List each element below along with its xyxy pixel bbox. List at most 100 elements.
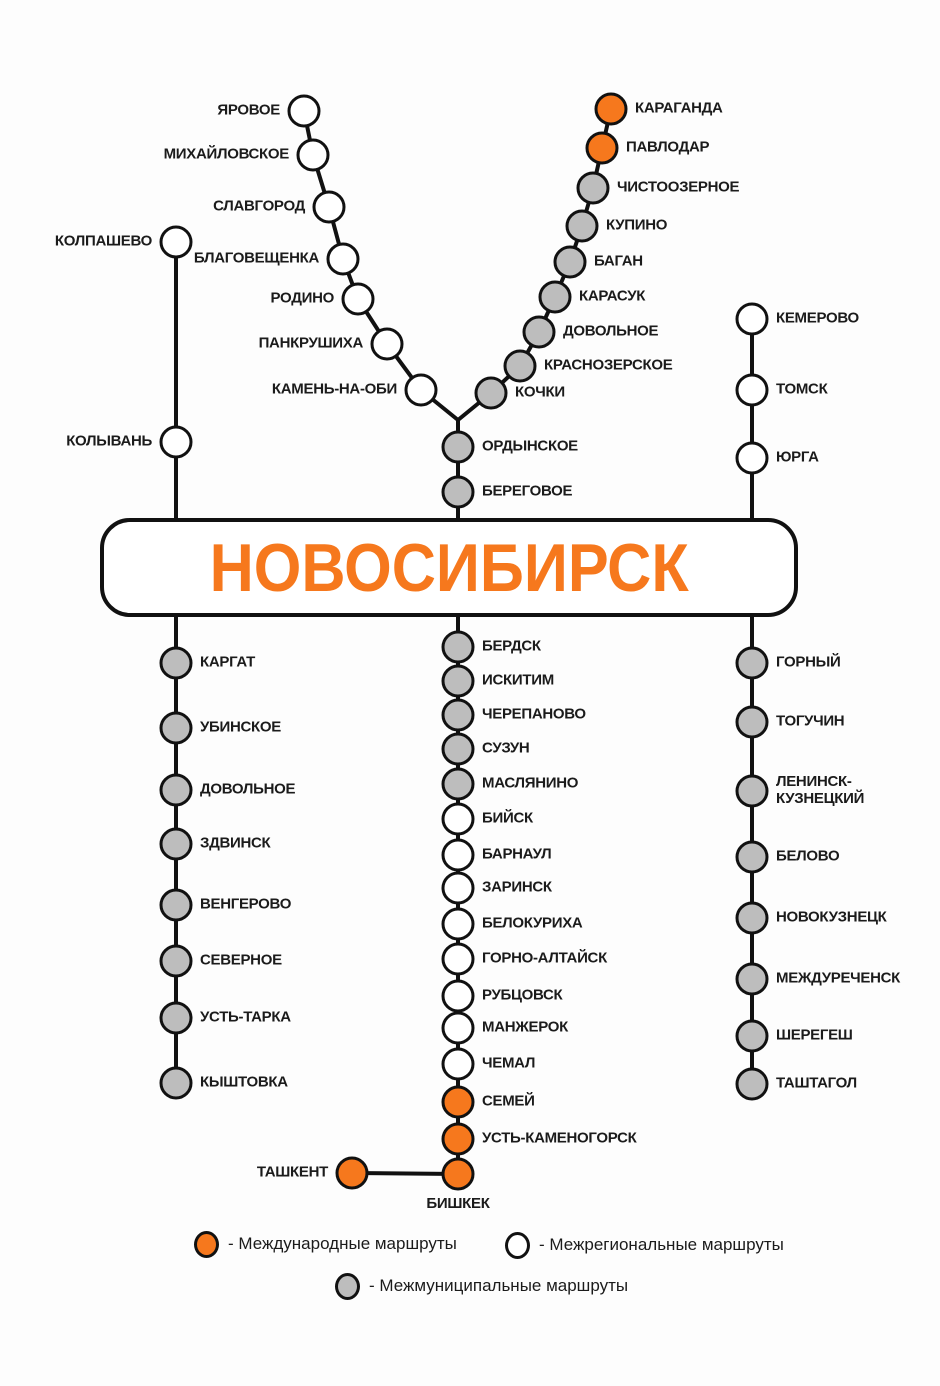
station-label-rodino: РОДИНО: [270, 289, 335, 307]
station-circle-berdsk: [441, 630, 475, 664]
station-circle-slavgorod: [312, 190, 346, 224]
station-circle-kochki: [474, 376, 508, 410]
station-label-belokurikha: БЕЛОКУРИХА: [482, 914, 583, 932]
station-circle-ubinskoe: [159, 711, 193, 745]
station-circle-bagan: [553, 245, 587, 279]
station-label-iskitim: ИСКИТИМ: [482, 671, 554, 689]
legend-item-international: - Международные маршруты: [194, 1230, 457, 1258]
station-circle-kolyvan: [159, 425, 193, 459]
station-label-yarovoe: ЯРОВОЕ: [217, 101, 280, 119]
station-label-ordynskoe: ОРДЫНСКОЕ: [482, 437, 578, 455]
legend-dot-interregional: [505, 1231, 530, 1259]
station-circle-kupino: [565, 209, 599, 243]
station-label-cherepanovo: ЧЕРЕПАНОВО: [482, 705, 586, 723]
station-circle-sheregesh: [735, 1019, 769, 1053]
station-label-maslyanino: МАСЛЯНИНО: [482, 774, 579, 792]
legend-label-interregional: - Межрегиональные маршруты: [539, 1235, 784, 1254]
station-circle-leninsk-kuznetsky: [735, 774, 769, 808]
station-circle-karasuk: [538, 280, 572, 314]
station-label-blagoveshchenka: БЛАГОВЕЩЕНКА: [193, 249, 319, 267]
station-label-kochki: КОЧКИ: [515, 383, 565, 401]
station-circle-iskitim: [441, 664, 475, 698]
legend-item-intermunicipal: - Межмуниципальные маршруты: [335, 1272, 628, 1300]
station-circle-ust-tarka: [159, 1001, 193, 1035]
station-label-kyshtovka: КЫШТОВКА: [200, 1073, 288, 1091]
station-label-zarinsk: ЗАРИНСК: [482, 878, 552, 896]
station-circle-tashkent: [335, 1156, 369, 1190]
station-circle-manzherok: [441, 1011, 475, 1045]
station-label-ust-tarka: УСТЬ-ТАРКА: [200, 1008, 291, 1026]
station-label-ubinskoe: УБИНСКОЕ: [200, 718, 281, 736]
station-label-chistoozernoe: ЧИСТООЗЕРНОЕ: [617, 178, 740, 196]
station-circle-biysk: [441, 802, 475, 836]
station-circle-rubtsovsk: [441, 979, 475, 1013]
station-circle-rodino: [341, 282, 375, 316]
station-circle-kargat: [159, 646, 193, 680]
station-label-zdvinsk: ЗДВИНСК: [200, 834, 271, 852]
station-circle-toguchin: [735, 705, 769, 739]
station-label-semey: СЕМЕЙ: [482, 1092, 535, 1110]
station-label-rubtsovsk: РУБЦОВСК: [482, 986, 563, 1004]
station-label-mikhaylovskoe: МИХАЙЛОВСКОЕ: [163, 145, 290, 163]
station-label-beregovoe: БЕРЕГОВОЕ: [482, 482, 573, 500]
station-circle-tomsk: [735, 373, 769, 407]
station-circle-chemal: [441, 1047, 475, 1081]
legend-item-interregional: - Межрегиональные маршруты: [505, 1231, 784, 1259]
legend-dot-international: [194, 1230, 219, 1258]
station-circle-severnoe: [159, 944, 193, 978]
station-circle-zdvinsk: [159, 827, 193, 861]
station-label-tashtagol: ТАШТАГОЛ: [776, 1074, 857, 1092]
station-circle-cherepanovo: [441, 698, 475, 732]
station-label-gorny: ГОРНЫЙ: [776, 653, 841, 671]
station-label-pankrushikha: ПАНКРУШИХА: [258, 334, 364, 352]
station-label-gorno-altaysk: ГОРНО-АЛТАЙСК: [482, 949, 607, 967]
station-circle-maslyanino: [441, 767, 475, 801]
station-label-bagan: БАГАН: [594, 252, 643, 270]
station-label-pavlodar: ПАВЛОДАР: [626, 138, 710, 156]
station-circle-tashtagol: [735, 1067, 769, 1101]
station-label-karaganda: КАРАГАНДА: [635, 99, 723, 117]
station-label-sheregesh: ШЕРЕГЕШ: [776, 1026, 853, 1044]
station-circle-bishkek: [441, 1157, 475, 1191]
station-label-ust-kamenogorsk: УСТЬ-КАМЕНОГОРСК: [482, 1129, 637, 1147]
station-circle-kamen-na-obi: [404, 373, 438, 407]
novosibirsk-hub-box: НОВОСИБИРСК: [100, 518, 798, 617]
legend-label-international: - Международные маршруты: [228, 1234, 457, 1253]
station-circle-dovolnoe-branch: [522, 315, 556, 349]
station-label-suzun: СУЗУН: [482, 739, 530, 757]
station-circle-yarovoe: [287, 94, 321, 128]
station-circle-kemerovo: [735, 302, 769, 336]
station-label-kamen-na-obi: КАМЕНЬ-НА-ОБИ: [271, 380, 397, 398]
station-circle-vengerovo: [159, 888, 193, 922]
station-circle-dovolnoe-south: [159, 773, 193, 807]
station-circle-yurga: [735, 441, 769, 475]
station-circle-pavlodar: [585, 131, 619, 165]
station-label-krasnozerskoe: КРАСНОЗЕРСКОЕ: [544, 356, 673, 374]
station-label-tashkent: ТАШКЕНТ: [256, 1163, 328, 1181]
station-circle-gorny: [735, 646, 769, 680]
station-label-kupino: КУПИНО: [606, 216, 668, 234]
station-label-mezhdurechensk: МЕЖДУРЕЧЕНСК: [776, 969, 901, 987]
station-circle-semey: [441, 1085, 475, 1119]
station-label-manzherok: МАНЖЕРОК: [482, 1018, 568, 1036]
station-circle-blagoveshchenka: [326, 242, 360, 276]
station-label-kolyvan: КОЛЫВАНЬ: [66, 432, 152, 450]
station-label-belovo: БЕЛОВО: [776, 847, 840, 865]
station-circle-novokuznetsk: [735, 901, 769, 935]
station-circle-belokurikha: [441, 907, 475, 941]
station-circle-ust-kamenogorsk: [441, 1122, 475, 1156]
station-label-kemerovo: КЕМЕРОВО: [776, 309, 859, 327]
station-label-dovolnoe-south: ДОВОЛЬНОЕ: [200, 780, 296, 798]
station-label-leninsk-kuznetsky: ЛЕНИНСК- КУЗНЕЦКИЙ: [776, 773, 865, 807]
legend-label-intermunicipal: - Межмуниципальные маршруты: [369, 1276, 629, 1295]
station-label-bishkek: БИШКЕК: [426, 1195, 490, 1212]
route-line-7: [351, 1171, 459, 1176]
station-label-slavgorod: СЛАВГОРОД: [213, 197, 305, 215]
station-circle-ordynskoe: [441, 430, 475, 464]
station-label-karasuk: КАРАСУК: [579, 287, 646, 305]
station-label-tomsk: ТОМСК: [776, 380, 828, 398]
station-label-biysk: БИЙСК: [482, 809, 533, 827]
station-circle-beregovoe: [441, 475, 475, 509]
